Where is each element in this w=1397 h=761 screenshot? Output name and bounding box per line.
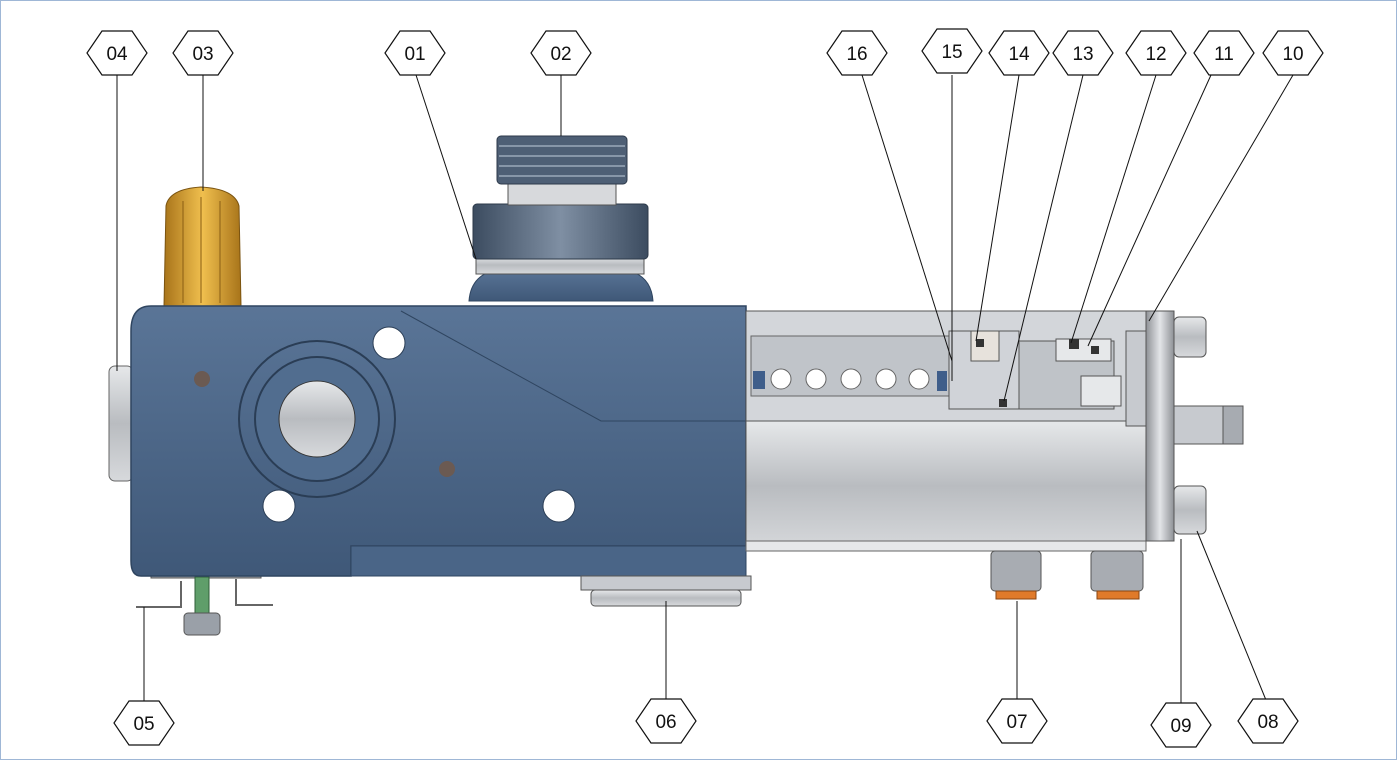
callout-08-label: 08 [1257,712,1278,733]
callout-04-label: 04 [106,44,128,65]
callout-06: 06 [635,698,697,744]
callout-08: 08 [1237,698,1299,744]
callout-11-label: 11 [1214,44,1234,65]
callout-07: 07 [986,698,1048,744]
callout-12: 12 [1125,30,1187,76]
callout-02: 02 [530,30,592,76]
callout-10-label: 10 [1282,44,1303,65]
bottom-plug [580,575,752,607]
end-plate [1145,310,1244,542]
callout-10: 10 [1262,30,1324,76]
brass-knob [163,186,242,307]
callout-01-label: 01 [404,44,425,65]
callout-09-label: 09 [1170,716,1191,737]
callout-05-label: 05 [133,714,154,735]
callout-09: 09 [1150,702,1212,748]
callout-03: 03 [172,30,234,76]
callout-02-label: 02 [550,44,571,65]
callout-12-label: 12 [1145,44,1166,65]
callout-14: 14 [988,30,1050,76]
leader-lines [116,74,1294,706]
callout-16: 16 [826,30,888,76]
callout-05: 05 [113,700,175,746]
callout-03-label: 03 [192,44,213,65]
callout-14-label: 14 [1008,44,1030,65]
top-fitting [468,135,654,302]
callout-04: 04 [86,30,148,76]
callout-11: 11 [1193,30,1255,76]
callout-01: 01 [384,30,446,76]
callout-13-label: 13 [1072,44,1093,65]
callout-13: 13 [1052,30,1114,76]
callout-15: 15 [921,28,983,74]
callout-16-label: 16 [846,44,867,65]
callout-06-label: 06 [655,712,676,733]
callout-15-label: 15 [941,42,962,63]
callout-07-label: 07 [1006,712,1027,733]
cylinder-section [745,310,1147,552]
bottom-glands [990,550,1144,600]
left-end-cap [108,365,134,482]
pump-body [130,305,747,577]
